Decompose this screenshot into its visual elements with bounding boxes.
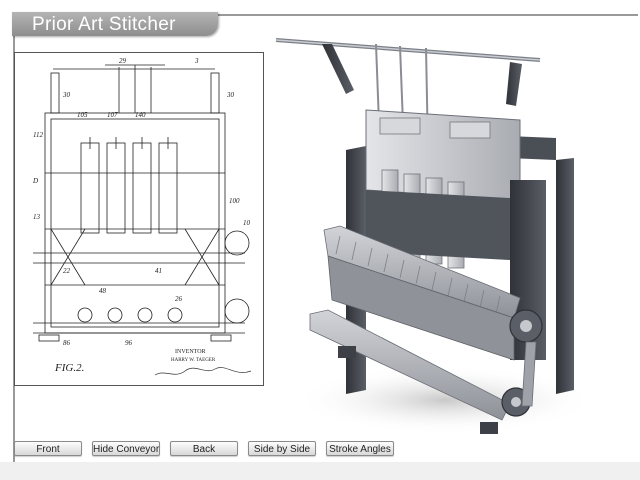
ref-96: 96 bbox=[125, 339, 133, 347]
ref-100: 100 bbox=[229, 197, 240, 205]
status-strip bbox=[0, 462, 640, 480]
ref-D: D bbox=[32, 177, 38, 185]
ref-30b: 30 bbox=[226, 91, 235, 99]
front-button[interactable]: Front bbox=[14, 441, 82, 456]
ref-105: 105 bbox=[77, 111, 88, 119]
app-title: Prior Art Stitcher bbox=[32, 14, 176, 35]
inventor-heading: INVENTOR bbox=[175, 349, 206, 355]
patent-drawing-panel: 29 3 30 30 105 107 140 112 D 100 10 13 2… bbox=[14, 52, 264, 386]
ref-48: 48 bbox=[99, 287, 107, 295]
ref-26: 26 bbox=[175, 295, 183, 303]
patent-drawing: 29 3 30 30 105 107 140 112 D 100 10 13 2… bbox=[32, 57, 252, 376]
machine-render bbox=[275, 38, 595, 434]
ref-3: 3 bbox=[194, 57, 199, 65]
ref-41: 41 bbox=[155, 267, 162, 275]
ref-86: 86 bbox=[63, 339, 71, 347]
hide-conveyor-button[interactable]: Hide Conveyor bbox=[92, 441, 160, 456]
side-by-side-button[interactable]: Side by Side bbox=[248, 441, 316, 456]
ref-29: 29 bbox=[119, 57, 127, 65]
ref-140: 140 bbox=[135, 111, 146, 119]
attorney-signature bbox=[154, 367, 252, 376]
ref-22: 22 bbox=[63, 267, 71, 275]
ref-107: 107 bbox=[107, 111, 118, 119]
inventor-name: HARRY W. TAEGER bbox=[171, 358, 216, 363]
stroke-angles-button[interactable]: Stroke Angles bbox=[326, 441, 394, 456]
ref-30: 30 bbox=[62, 91, 71, 99]
ref-112: 112 bbox=[33, 131, 43, 139]
back-button[interactable]: Back bbox=[170, 441, 238, 456]
title-bar: Prior Art Stitcher bbox=[12, 12, 218, 36]
ref-13: 13 bbox=[33, 213, 41, 221]
ref-10: 10 bbox=[243, 219, 251, 227]
figure-label: FIG.2. bbox=[54, 362, 84, 374]
machine-render-view[interactable] bbox=[270, 30, 600, 450]
